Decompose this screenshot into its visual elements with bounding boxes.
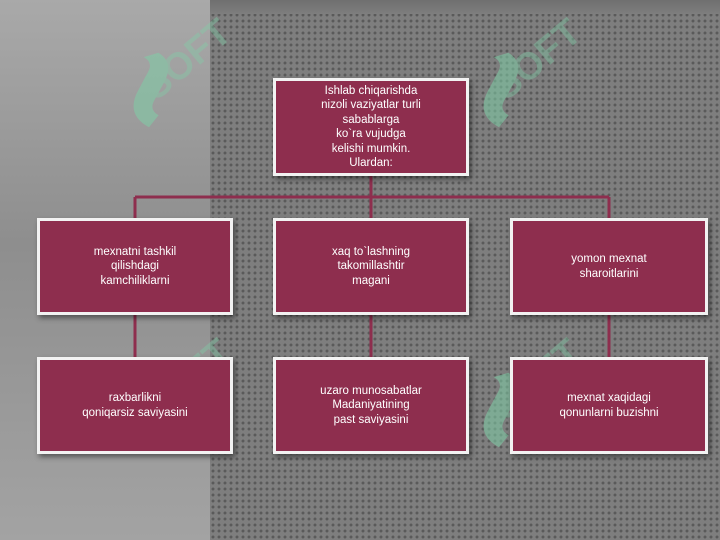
level2-node-label: raxbarlikni qoniqarsiz saviyasini [82,392,188,419]
level1-node-left: mexnatni tashkil qilishdagi kamchiliklar… [37,218,233,315]
root-node-label: Ishlab chiqarishda nizoli vaziyatlar tur… [321,84,421,170]
level1-node-label: mexnatni tashkil qilishdagi kamchiliklar… [93,245,177,287]
level1-node-label: xaq to`lashning takomillashtir magani [332,245,410,287]
level2-node-center: uzaro munosabatlar Madaniyatining past s… [273,357,469,454]
level2-node-left: raxbarlikni qoniqarsiz saviyasini [37,357,233,454]
root-node: Ishlab chiqarishda nizoli vaziyatlar tur… [273,78,469,176]
soft-logo-watermark: SOFT [440,10,600,170]
soft-logo-watermark: SOFT [90,10,250,170]
level1-node-label: yomon mexnat sharoitlarini [571,253,647,280]
level1-node-center: xaq to`lashning takomillashtir magani [273,218,469,315]
level2-node-right: mexnat xaqidagi qonunlarni buzishni [510,357,708,454]
level2-node-label: uzaro munosabatlar Madaniyatining past s… [320,384,422,426]
background-top-band [210,0,720,14]
level1-node-right: yomon mexnat sharoitlarini [510,218,708,315]
level2-node-label: mexnat xaqidagi qonunlarni buzishni [559,392,659,419]
